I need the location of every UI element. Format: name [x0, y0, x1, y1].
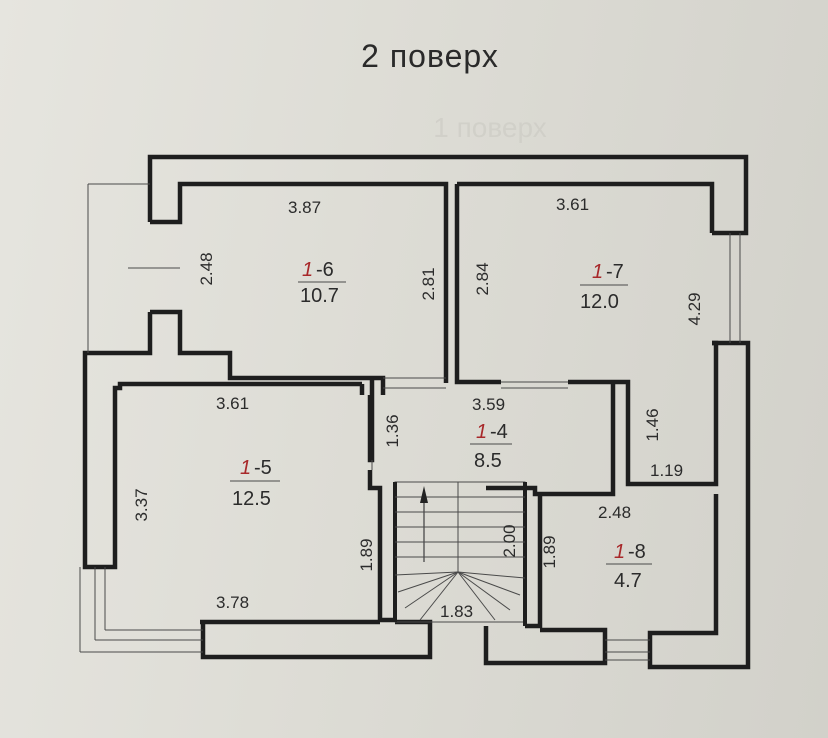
dim-hall-left: 1.36: [383, 414, 402, 447]
dim-room5-top: 3.61: [216, 394, 249, 413]
wall-hall-left: [367, 378, 375, 463]
wall-room8: [525, 494, 543, 629]
wall-right-outer: [647, 340, 751, 670]
window-right: [729, 233, 741, 343]
wall-room5-right: [359, 384, 395, 623]
room-number-suffix: -4: [490, 421, 508, 443]
dim-room8-left: 1.89: [540, 535, 559, 568]
room-number-prefix: 1: [614, 541, 625, 563]
dim-room6-top: 3.87: [288, 198, 321, 217]
wall-hall-right: [486, 383, 616, 497]
dim-room5-right: 1.89: [357, 538, 376, 571]
room-label-1-6: 1 -6 10.7: [298, 259, 346, 307]
room-area: 4.7: [614, 570, 642, 592]
wall-left-outer: [82, 312, 362, 570]
wall-bottom: [200, 619, 608, 666]
room-label-1-8: 1 -8 4.7: [606, 541, 652, 592]
stair-tread: [404, 571, 459, 609]
dim-stair-width: 1.83: [440, 602, 473, 621]
window-left-top: [87, 183, 180, 353]
window-left-bottom: [79, 567, 203, 653]
dim-room7-left: 2.84: [473, 262, 492, 295]
room-number-prefix: 1: [240, 457, 251, 479]
stair-arrow-head: [420, 486, 428, 503]
dim-stair-height: 2.00: [500, 524, 519, 557]
room-area: 12.0: [580, 291, 619, 313]
dim-room7-top: 3.61: [556, 195, 589, 214]
dim-room7-right: 4.29: [685, 292, 704, 325]
wall-room7: [457, 181, 715, 233]
stair-tread: [397, 571, 459, 593]
ghost-title-through-paper: 1 поверх: [433, 112, 547, 143]
room-label-1-7: 1 -7 12.0: [580, 261, 628, 313]
stair-tread: [457, 571, 496, 621]
wall-left-top: [150, 181, 449, 383]
room-area: 10.7: [300, 285, 339, 307]
dim-room8-top: 2.48: [598, 503, 631, 522]
room-label-1-4: 1 -4 8.5: [470, 421, 512, 472]
stair-tread: [457, 571, 511, 611]
dim-room5-bottom: 3.78: [216, 593, 249, 612]
stair-tread: [457, 571, 521, 596]
wall-top-outer: [147, 154, 749, 236]
room-number-suffix: -6: [316, 259, 334, 281]
wall-room6-room7: [454, 184, 501, 385]
room-number-suffix: -5: [254, 457, 272, 479]
room-number-prefix: 1: [592, 261, 603, 283]
dim-room6-left: 2.48: [197, 252, 216, 285]
room-number-prefix: 1: [302, 259, 313, 281]
door-openings: [371, 377, 650, 661]
room-number-prefix: 1: [476, 421, 487, 443]
wall-room7-low: [568, 340, 719, 487]
stair-treads: [394, 496, 526, 621]
dim-room7-lower-height: 1.46: [643, 408, 662, 441]
room-area: 12.5: [232, 488, 271, 510]
stair-tread: [457, 571, 526, 579]
dim-hall-top: 3.59: [472, 395, 505, 414]
page-title: 2 поверх: [361, 38, 499, 74]
room-area: 8.5: [474, 450, 502, 472]
dim-room7-lower-width: 1.19: [650, 461, 683, 480]
room-number-suffix: -8: [628, 541, 646, 563]
dim-room6-right: 2.81: [419, 267, 438, 300]
room-label-1-5: 1 -5 12.5: [230, 457, 280, 510]
stair-tread: [394, 571, 459, 576]
dim-room5-left: 3.37: [132, 488, 151, 521]
room-number-suffix: -7: [606, 261, 624, 283]
stair-tread: [419, 571, 459, 621]
